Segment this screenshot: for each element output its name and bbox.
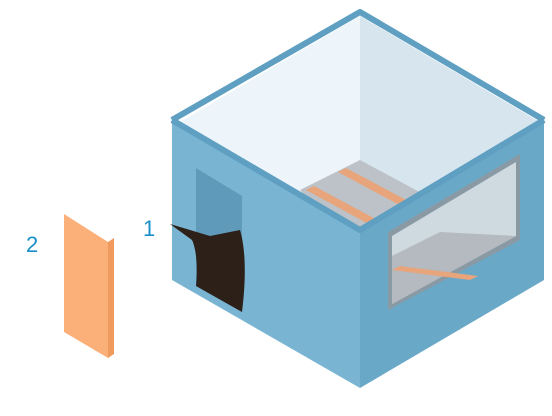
door-panel xyxy=(64,214,114,358)
rim-front xyxy=(170,117,546,233)
opening-flap xyxy=(170,224,245,312)
window-floor-view xyxy=(392,232,516,304)
box-left-wall-group xyxy=(170,120,360,388)
callout-label-1: 1 xyxy=(143,216,155,241)
door-panel-edge xyxy=(108,238,114,358)
box-top-rim xyxy=(170,9,546,233)
door-panel-face xyxy=(64,214,108,358)
box-right-wall-group xyxy=(360,120,544,388)
callout-label-2: 2 xyxy=(26,232,38,257)
rim-back xyxy=(170,9,546,123)
window-beam-view xyxy=(392,266,478,280)
